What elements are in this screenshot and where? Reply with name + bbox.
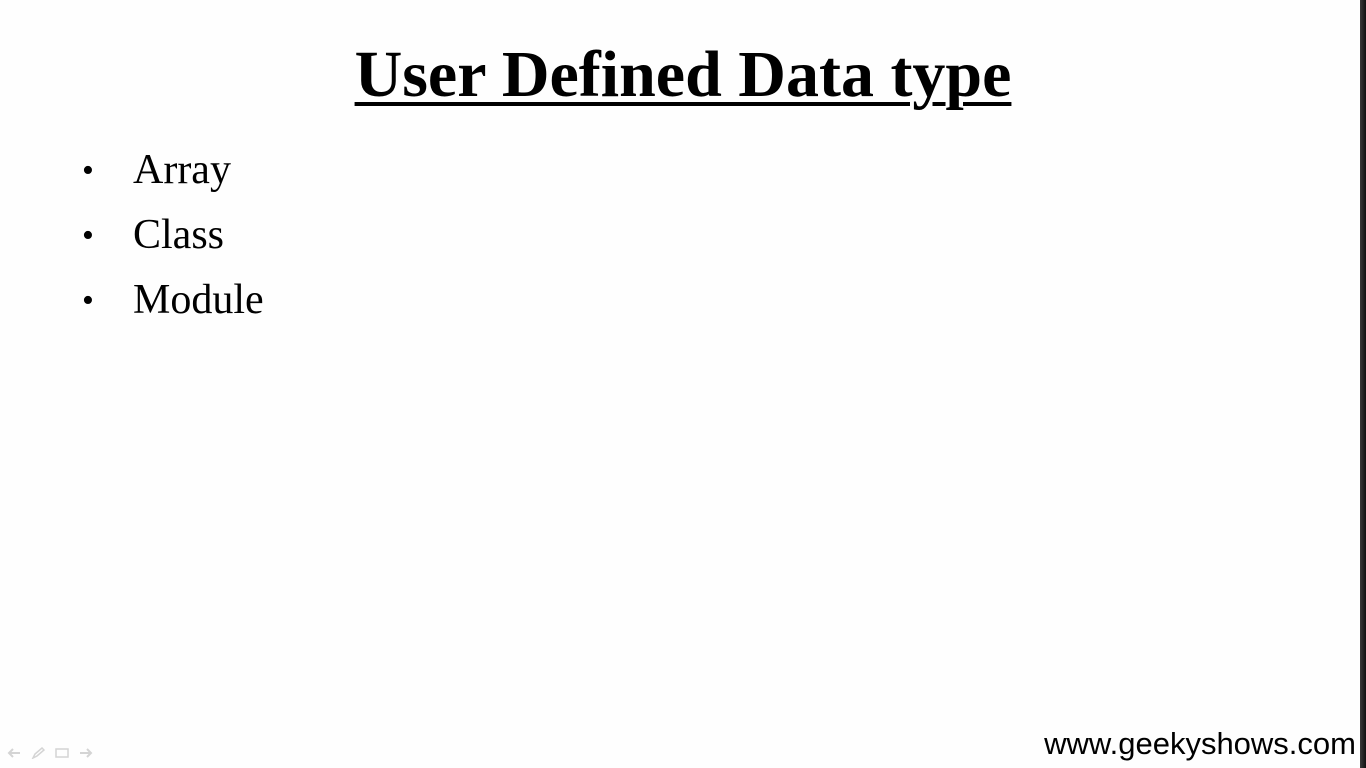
footer-website-url: www.geekyshows.com [1044,726,1356,761]
slide-title-text: User Defined Data type [354,38,1012,111]
previous-arrow-icon[interactable] [6,746,22,760]
bullet-dot: • [82,282,94,319]
bullet-label-module: Module [133,277,264,323]
bullet-label-array: Array [133,147,231,193]
pen-icon[interactable] [30,746,46,760]
bullet-dot: • [82,217,94,254]
bullet-label-class: Class [133,212,225,258]
slide-title: User Defined Data type [0,30,1366,120]
bullet-dot: • [82,152,94,189]
slide-menu-icon[interactable] [54,746,70,760]
window-edge [1360,0,1366,768]
slideshow-controls [6,746,94,760]
next-arrow-icon[interactable] [78,746,94,760]
